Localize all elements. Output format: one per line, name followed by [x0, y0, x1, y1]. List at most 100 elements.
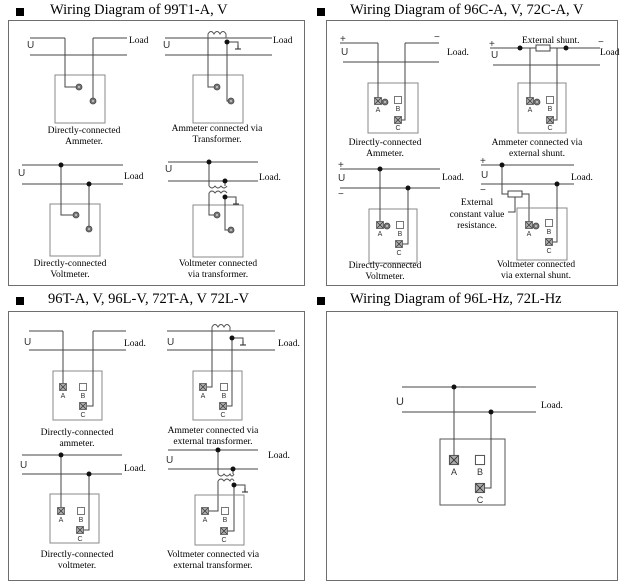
caption-line: external transformer. [173, 560, 252, 571]
caption-line: Directly-connected [41, 428, 114, 438]
diagram-direct-ammeter-96c [340, 42, 439, 134]
terminal-label: A [201, 393, 206, 400]
terminal-c [79, 402, 87, 410]
minus-label: − [434, 32, 440, 43]
terminal-label: A [527, 231, 532, 238]
diagram-direct-voltmeter-99t1 [22, 164, 123, 257]
load-label: Load [129, 36, 149, 46]
resistance-label: resistance. [457, 221, 497, 231]
terminal-c [220, 527, 228, 535]
load-label: Load. [124, 339, 146, 349]
terminal-label: C [395, 125, 400, 132]
terminal-b [77, 507, 85, 515]
junction-dot [230, 466, 236, 472]
minus-label: − [338, 189, 344, 200]
terminal-screw [227, 226, 235, 234]
terminal-label: A [203, 517, 208, 524]
junction-dot [222, 178, 228, 184]
terminal-label: C [396, 250, 401, 257]
line-label: U [18, 168, 25, 179]
junction-dot [206, 159, 212, 165]
terminal-screw [533, 98, 541, 106]
terminal-screw [532, 222, 540, 230]
terminal-a [57, 507, 65, 515]
terminal-label: A [451, 467, 457, 477]
terminal-label: C [546, 248, 551, 255]
terminal-screw [89, 97, 97, 105]
load-label: Load. [541, 401, 563, 411]
terminal-b [396, 221, 404, 229]
minus-label: − [480, 185, 486, 196]
line-label: U [338, 173, 345, 184]
terminal-label: A [61, 393, 66, 400]
terminal-screw [85, 225, 93, 233]
diagram-ammeter-transformer-99t1 [165, 31, 272, 124]
caption-line: Ammeter connected via [172, 124, 264, 134]
line-label: U [396, 396, 404, 408]
section-title-96c: Wiring Diagram of 96C-A, V, 72C-A, V [350, 2, 584, 18]
junction-dot [451, 384, 457, 390]
caption-line: Ammeter. [366, 149, 404, 159]
diagram-ammeter-shunt-96c [490, 44, 600, 134]
diagram-voltmeter-transformer-96t [168, 449, 258, 546]
line-label: U [491, 50, 498, 61]
load-label: Load. [571, 173, 593, 183]
diagram-direct-ammeter-96t [29, 330, 126, 421]
plus-label: + [338, 160, 344, 171]
terminal-c [546, 116, 554, 124]
junction-dot [377, 166, 383, 172]
diagram-ammeter-transformer-96t [167, 324, 275, 421]
caption-line: Voltmeter. [365, 272, 404, 282]
caption-line: Directly-connected [41, 550, 114, 560]
load-label: Load. [124, 464, 146, 474]
load-label: Load [600, 48, 620, 58]
terminal-label: C [547, 125, 552, 132]
caption-line: external shunt. [509, 149, 565, 159]
terminal-label: C [221, 537, 226, 544]
diagram-direct-voltmeter-96c [340, 168, 440, 264]
section-title-96l-hz: Wiring Diagram of 96L-Hz, 72L-Hz [350, 291, 562, 307]
plus-label: + [340, 34, 346, 45]
terminal-b [546, 96, 554, 104]
terminal-b [394, 96, 402, 104]
caption-line: Ammeter connected via [492, 138, 584, 148]
diagram-frequency-meter-96l-hz [402, 386, 536, 506]
line-label: U [24, 337, 31, 348]
terminal-a [374, 97, 382, 105]
terminal-b [545, 219, 553, 227]
junction-dot [499, 162, 505, 168]
line-label: U [165, 164, 172, 175]
ground-icon [239, 340, 247, 346]
load-label: Load. [278, 339, 300, 349]
bullet-icon [16, 8, 24, 16]
bullet-icon [16, 297, 24, 305]
terminal-label: B [222, 393, 227, 400]
junction-dot [222, 194, 228, 200]
terminal-label: C [477, 495, 484, 505]
terminal-label: A [528, 107, 533, 114]
plus-label: + [489, 39, 495, 50]
terminal-label: A [376, 107, 381, 114]
load-label: Load [273, 36, 293, 46]
terminal-label: B [548, 106, 553, 113]
frame-96t [8, 311, 305, 581]
diagram-direct-ammeter-99t1 [30, 37, 127, 124]
line-label: U [167, 337, 174, 348]
terminal-screw [213, 83, 221, 91]
ground-icon [241, 487, 249, 493]
terminal-screw [381, 98, 389, 106]
line-label: U [341, 47, 348, 58]
section-title-96t: 96T-A, V, 96L-V, 72T-A, V 72L-V [48, 291, 250, 307]
ground-icon [234, 44, 242, 50]
caption-line: Voltmeter connected via [167, 550, 260, 560]
caption-line: via transformer. [188, 269, 248, 280]
terminal-screw [227, 97, 235, 105]
bullet-icon [317, 8, 325, 16]
junction-dot [488, 409, 494, 415]
caption-line: ammeter. [59, 439, 94, 449]
terminal-screw [72, 211, 80, 219]
terminal-screw [213, 211, 221, 219]
junction-dot [554, 181, 560, 187]
terminal-c [394, 116, 402, 124]
